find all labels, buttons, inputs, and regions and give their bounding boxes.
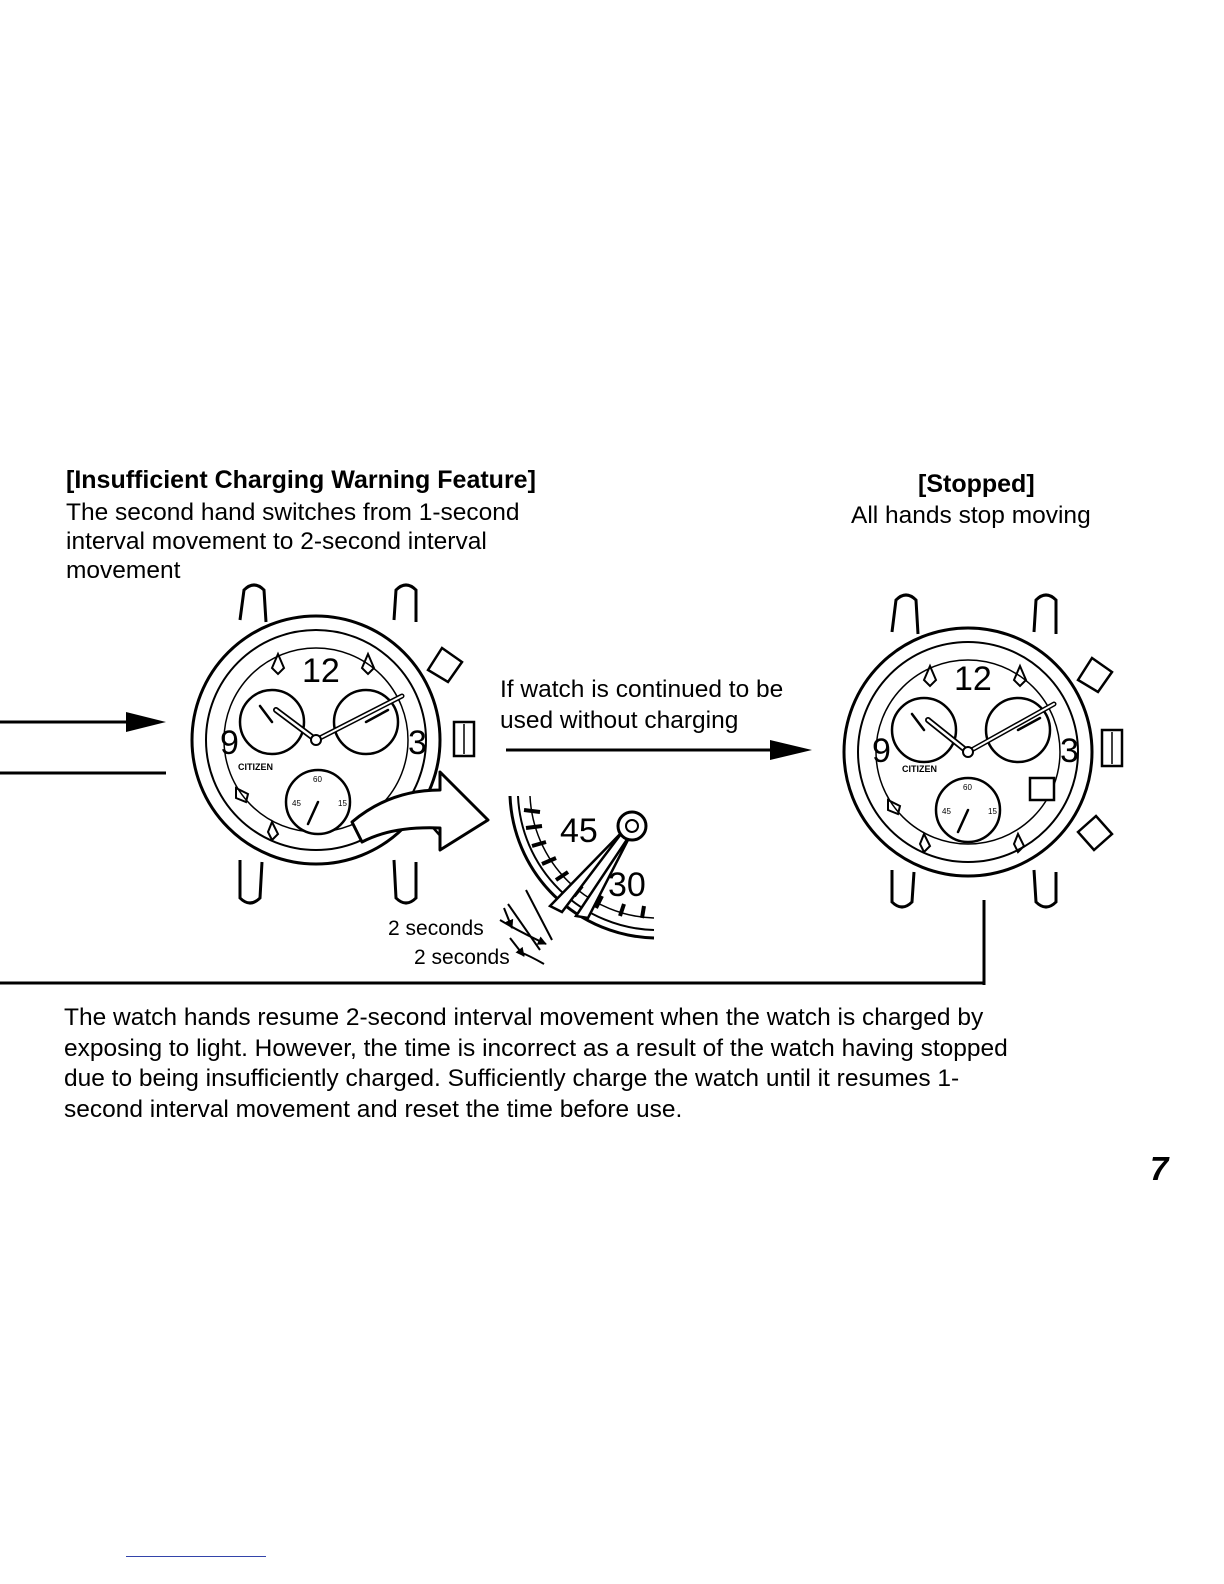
left-description-line: The second hand switches from 1-second (66, 499, 520, 526)
brand-logo: CITIZEN (902, 764, 937, 774)
mark-45: 45 (560, 812, 598, 850)
two-seconds-label-1: 2 seconds (388, 917, 484, 940)
return-connector (0, 900, 986, 985)
numeral-three: 3 (408, 724, 427, 762)
left-section-description: The second hand switches from 1-second i… (66, 498, 520, 585)
left-description-line: movement (66, 557, 181, 584)
right-section-description: All hands stop moving (851, 502, 1091, 529)
second-hand-detail: 45 30 (508, 795, 655, 940)
footer-rule (126, 1556, 266, 1557)
transition-caption-line: used without charging (500, 707, 739, 734)
incoming-arrow (0, 712, 166, 732)
left-section-title: [Insufficient Charging Warning Feature] (66, 466, 536, 494)
subdial-label-right: 15 (988, 807, 997, 816)
transition-caption: If watch is continued to be used without… (500, 674, 783, 736)
transition-caption-line: If watch is continued to be (500, 676, 784, 703)
numeral-nine: 9 (872, 732, 891, 770)
two-seconds-label-2: 2 seconds (414, 946, 510, 969)
zoom-arrow (350, 770, 490, 852)
right-section-title: [Stopped] (918, 470, 1035, 498)
left-watch: 12 9 3 CITIZEN 60 45 15 (190, 583, 476, 905)
transition-arrow (506, 740, 812, 760)
right-watch: 12 9 3 CITIZEN 60 45 15 (842, 593, 1124, 909)
numeral-nine: 9 (220, 724, 239, 762)
page-number: 7 (1150, 1150, 1169, 1187)
mark-30: 30 (608, 866, 646, 904)
brand-logo: CITIZEN (238, 762, 273, 772)
numeral-twelve: 12 (954, 660, 992, 698)
subdial-label-right: 15 (338, 799, 347, 808)
subdial-label-left: 45 (942, 807, 951, 816)
paragraph-line: exposing to light. However, the time is … (64, 1034, 1008, 1062)
numeral-twelve: 12 (302, 652, 340, 690)
left-description-line: interval movement to 2-second interval (66, 528, 487, 555)
paragraph-line: due to being insufficiently charged. Suf… (64, 1065, 960, 1092)
paragraph-line: second interval movement and reset the t… (64, 1095, 683, 1123)
subdial-label-left: 45 (292, 799, 301, 808)
numeral-three: 3 (1060, 732, 1079, 770)
two-second-arrows (499, 889, 553, 965)
paragraph-line: The watch hands resume 2-second interval… (64, 1004, 984, 1031)
subdial-label-top: 60 (963, 783, 972, 792)
subdial-label-top: 60 (313, 775, 322, 784)
bottom-paragraph: The watch hands resume 2-second interval… (64, 1003, 1008, 1125)
